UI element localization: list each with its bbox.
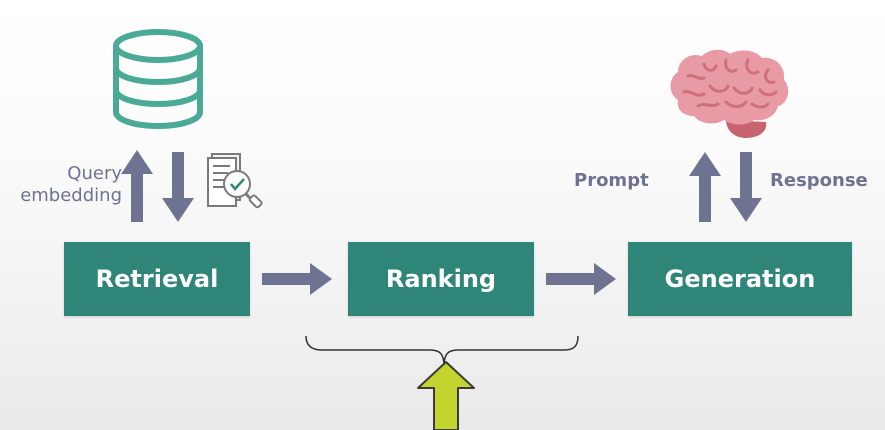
prompt-up-arrow <box>689 152 721 222</box>
query-embedding-label: Query embedding <box>4 163 122 207</box>
ranking-label: Ranking <box>385 265 497 293</box>
highlight-up-arrow <box>417 361 475 430</box>
document-search-icon <box>207 153 263 209</box>
ranking-box: Ranking <box>348 242 534 316</box>
generation-box: Generation <box>628 242 852 316</box>
response-label: Response <box>770 170 868 191</box>
retrieval-to-ranking-arrow <box>262 263 332 295</box>
retrieval-label: Retrieval <box>95 265 219 293</box>
query-label-line2: embedding <box>20 185 122 206</box>
prompt-label: Prompt <box>574 170 649 191</box>
curly-bracket <box>305 335 579 367</box>
database-icon <box>113 29 203 129</box>
query-up-arrow <box>121 150 153 222</box>
brain-icon <box>670 49 789 138</box>
retrieval-down-arrow <box>162 152 194 222</box>
ranking-to-generation-arrow <box>546 263 616 295</box>
query-label-line1: Query <box>67 163 122 184</box>
generation-label: Generation <box>664 265 816 293</box>
response-down-arrow <box>730 152 762 222</box>
retrieval-box: Retrieval <box>64 242 250 316</box>
